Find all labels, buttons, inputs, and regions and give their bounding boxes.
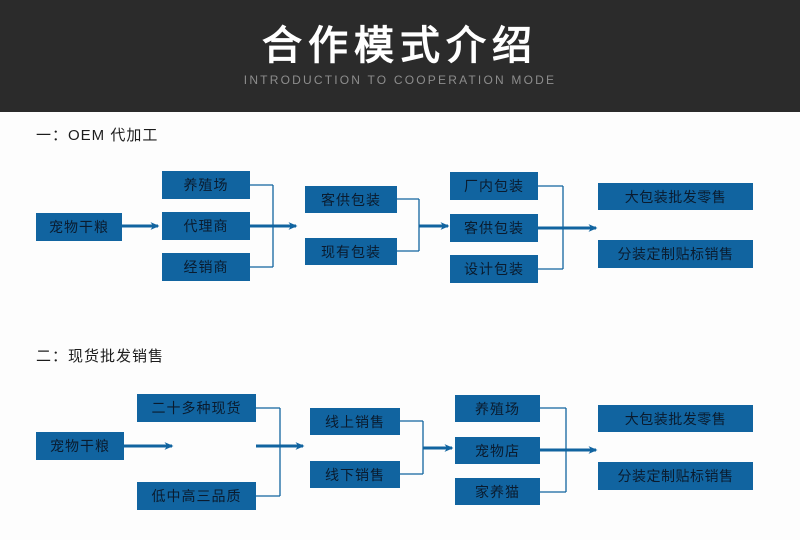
node-s1-distributor[interactable]: 经销商 — [162, 253, 250, 281]
node-s2-three-quality-grades[interactable]: 低中高三品质 — [137, 482, 256, 510]
node-s2-twenty-plus-stock-items[interactable]: 二十多种现货 — [137, 394, 256, 422]
node-s1-designed-packaging[interactable]: 设计包装 — [450, 255, 538, 283]
node-s1-customer-packaging[interactable]: 客供包装 — [450, 214, 538, 242]
page-subtitle: INTRODUCTION TO COOPERATION MODE — [243, 73, 557, 87]
node-s1-repack-custom-label-sales[interactable]: 分装定制贴标销售 — [598, 240, 753, 268]
page-header: 合作模式介绍 INTRODUCTION TO COOPERATION MODE — [0, 0, 800, 112]
node-s2-repack-custom-label-sales[interactable]: 分装定制贴标销售 — [598, 462, 753, 490]
page-title: 合作模式介绍 — [262, 24, 538, 68]
node-s2-offline-sales[interactable]: 线下销售 — [310, 461, 400, 488]
node-s1-agent[interactable]: 代理商 — [162, 212, 250, 240]
node-s2-online-sales[interactable]: 线上销售 — [310, 408, 400, 435]
node-s2-home-cat[interactable]: 家养猫 — [455, 478, 540, 505]
node-s2-farm[interactable]: 养殖场 — [455, 395, 540, 422]
section-title-stock: 二：现货批发销售 — [36, 348, 165, 365]
node-s2-pet-dry-food[interactable]: 宠物干粮 — [36, 432, 124, 460]
node-s1-existing-packaging[interactable]: 现有包装 — [305, 238, 397, 265]
node-s1-in-factory-packaging[interactable]: 厂内包装 — [450, 172, 538, 200]
node-s1-customer-supplied-packaging[interactable]: 客供包装 — [305, 186, 397, 213]
node-s2-pet-shop[interactable]: 宠物店 — [455, 437, 540, 464]
section-title-oem: 一：OEM 代加工 — [36, 127, 159, 144]
node-s1-pet-dry-food[interactable]: 宠物干粮 — [36, 213, 122, 241]
node-s1-bulk-wholesale-retail[interactable]: 大包装批发零售 — [598, 183, 753, 210]
node-s1-farm[interactable]: 养殖场 — [162, 171, 250, 199]
node-s2-bulk-wholesale-retail[interactable]: 大包装批发零售 — [598, 405, 753, 432]
